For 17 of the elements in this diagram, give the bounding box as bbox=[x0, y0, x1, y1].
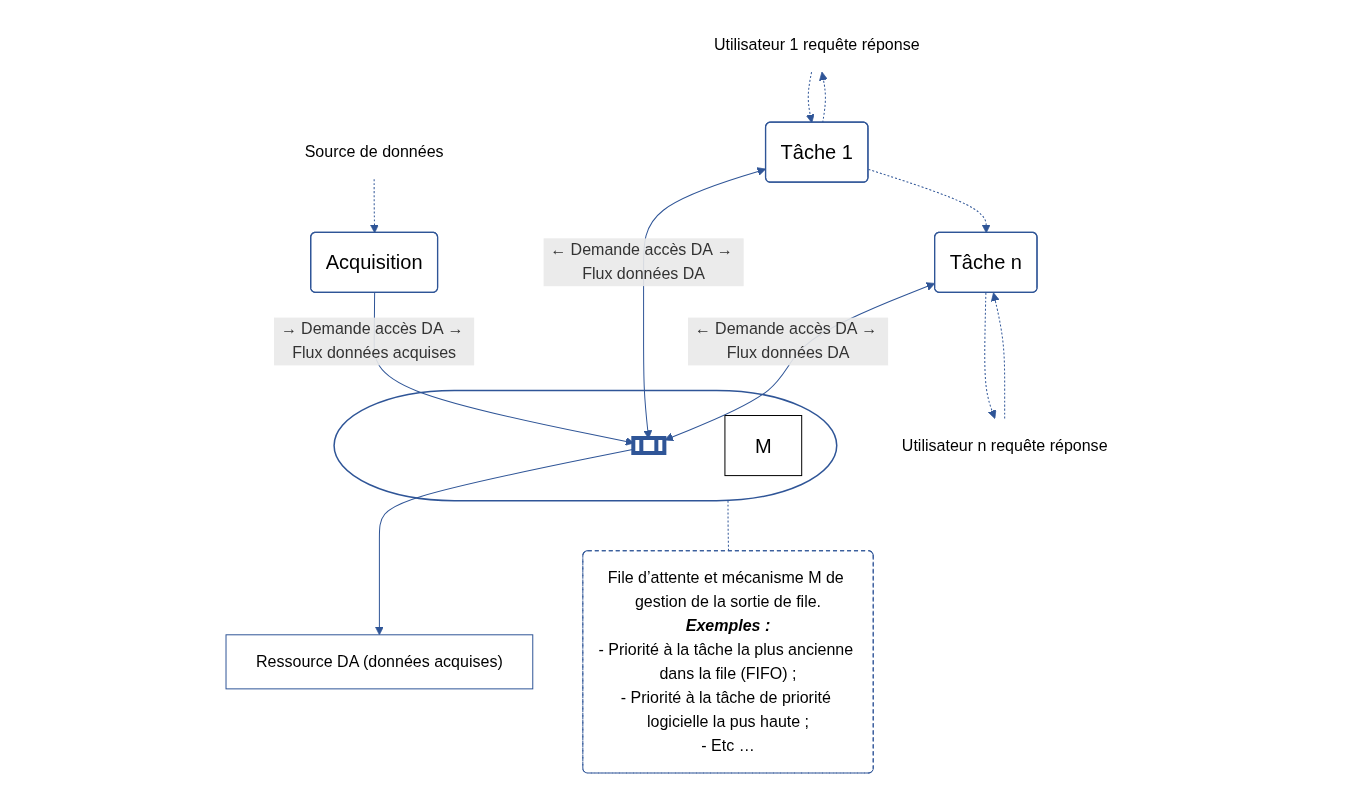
arrow bbox=[983, 292, 996, 419]
arrow bbox=[867, 168, 991, 234]
node-text: Utilisateur n requête réponse bbox=[901, 436, 1108, 454]
arrow bbox=[664, 282, 935, 442]
edge-label: ← Demande accès DA → Flux données DA bbox=[694, 320, 877, 362]
arrow bbox=[805, 71, 815, 124]
node-box: Ressource DA (données acquises) bbox=[225, 634, 533, 690]
node-text: Source de données bbox=[304, 143, 444, 161]
edge-label: → Demande accès DA → Flux données acquises bbox=[280, 320, 463, 362]
node-box bbox=[631, 436, 667, 456]
edge-label: ← Demande accès DA → Flux données DA bbox=[549, 241, 733, 283]
arrow bbox=[374, 448, 634, 636]
connector bbox=[727, 500, 729, 552]
arrow bbox=[369, 178, 379, 234]
arrow bbox=[990, 292, 1005, 419]
node-box: M bbox=[724, 415, 802, 477]
node-text: Utilisateur 1 requête réponse bbox=[713, 36, 920, 54]
